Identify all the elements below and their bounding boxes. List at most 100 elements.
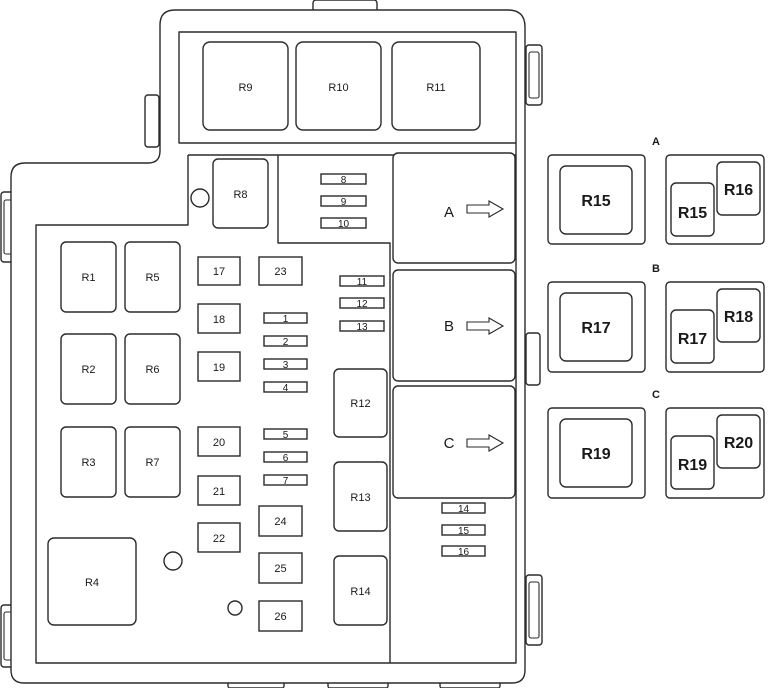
fuse-label: 19 xyxy=(213,362,225,374)
fuse-25[interactable]: 25 xyxy=(258,552,303,584)
fuse-21[interactable]: 21 xyxy=(197,475,241,506)
fuse-11[interactable]: 11 xyxy=(339,275,385,288)
fuse-label: 7 xyxy=(283,476,289,487)
relay-r4[interactable]: R4 xyxy=(47,537,137,626)
fuse-label: 14 xyxy=(458,504,470,515)
fuse-17[interactable]: 17 xyxy=(197,256,241,286)
socket-label: A xyxy=(444,204,454,221)
relay-label: R9 xyxy=(238,82,252,94)
fuse-16[interactable]: 16 xyxy=(441,545,486,558)
detail-relay-label: R17 xyxy=(581,320,610,337)
socket-c[interactable]: C xyxy=(392,385,516,499)
socket-label: C xyxy=(444,435,455,452)
fuse-label: 5 xyxy=(283,430,289,441)
relay-label: R12 xyxy=(350,398,370,410)
right-top-tab xyxy=(525,44,543,106)
detail-c-large-relay[interactable]: R19 xyxy=(547,407,646,499)
detail-a-large-relay[interactable]: R15 xyxy=(547,154,646,245)
fuse-label: 11 xyxy=(357,277,368,288)
fuse-12[interactable]: 12 xyxy=(339,297,385,310)
fuse-20[interactable]: 20 xyxy=(197,426,241,457)
relay-label: R3 xyxy=(81,457,95,469)
relay-label: R10 xyxy=(328,82,348,94)
fuse-5[interactable]: 5 xyxy=(263,428,308,441)
fuse-24[interactable]: 24 xyxy=(258,505,303,537)
fuse-9[interactable]: 9 xyxy=(320,195,367,208)
fuse-10[interactable]: 10 xyxy=(320,217,367,230)
right-bottom-tab xyxy=(525,574,543,646)
fuse-4[interactable]: 4 xyxy=(263,381,308,394)
relay-label: R6 xyxy=(145,364,159,376)
fuse-label: 2 xyxy=(283,337,289,348)
fuse-label: 24 xyxy=(274,516,286,528)
fuse-label: 6 xyxy=(283,453,289,464)
fuse-label: 22 xyxy=(213,533,225,545)
relay-r7[interactable]: R7 xyxy=(124,426,181,498)
detail-a-relay-pair[interactable]: R15 R16 xyxy=(665,154,765,245)
arrow-right-icon xyxy=(466,200,505,218)
relay-r5[interactable]: R5 xyxy=(124,241,181,313)
fuse-label: 10 xyxy=(338,219,350,230)
detail-b-large-relay[interactable]: R17 xyxy=(547,281,646,373)
mounting-hole xyxy=(190,188,210,208)
relay-label: R8 xyxy=(233,189,247,201)
fuse-label: 15 xyxy=(458,526,470,537)
detail-section-label: C xyxy=(652,389,660,401)
fuse-3[interactable]: 3 xyxy=(263,358,308,371)
relay-r6[interactable]: R6 xyxy=(124,333,181,405)
relay-r9[interactable]: R9 xyxy=(202,41,289,131)
fuse-label: 21 xyxy=(213,486,225,498)
socket-label: B xyxy=(444,318,454,335)
fuse-label: 23 xyxy=(274,266,286,278)
socket-a[interactable]: A xyxy=(392,152,516,264)
fuse-7[interactable]: 7 xyxy=(263,474,308,487)
detail-c-relay-pair[interactable]: R19 R20 xyxy=(665,407,765,499)
top-relay-panel xyxy=(178,31,517,144)
relay-r3[interactable]: R3 xyxy=(60,426,117,498)
mounting-hole xyxy=(227,600,243,616)
inner-panel-outline xyxy=(35,143,517,664)
fuse-26[interactable]: 26 xyxy=(258,600,303,632)
fuse-18[interactable]: 18 xyxy=(197,303,241,334)
fuse-label: 3 xyxy=(283,360,289,371)
fuse-2[interactable]: 2 xyxy=(263,335,308,348)
relay-label: R5 xyxy=(145,272,159,284)
upper-left-tab xyxy=(144,94,160,148)
socket-b[interactable]: B xyxy=(392,269,516,382)
fuse-22[interactable]: 22 xyxy=(197,522,241,553)
relay-label: R1 xyxy=(81,272,95,284)
fuse-label: 13 xyxy=(356,322,368,333)
relay-r14[interactable]: R14 xyxy=(333,555,388,626)
fuse-1[interactable]: 1 xyxy=(263,312,308,325)
fuse-15[interactable]: 15 xyxy=(441,524,486,537)
fuse-label: 1 xyxy=(283,314,289,325)
fuse-label: 25 xyxy=(274,563,286,575)
fuse-19[interactable]: 19 xyxy=(197,351,241,382)
relay-label: R7 xyxy=(145,457,159,469)
relay-label: R4 xyxy=(85,577,99,589)
fuse-6[interactable]: 6 xyxy=(263,451,308,464)
relay-r11[interactable]: R11 xyxy=(391,41,481,131)
detail-b-relay-pair[interactable]: R17 R18 xyxy=(665,281,765,373)
detail-relay-label: R19 xyxy=(678,457,707,474)
relay-r1[interactable]: R1 xyxy=(60,241,117,313)
detail-relay-label: R19 xyxy=(581,446,610,463)
fuse-14[interactable]: 14 xyxy=(441,502,486,515)
relay-r8[interactable]: R8 xyxy=(212,158,269,229)
fuse-label: 16 xyxy=(458,547,470,558)
fuse-label: 18 xyxy=(213,314,225,326)
relay-r13[interactable]: R13 xyxy=(333,461,388,532)
fuse-13[interactable]: 13 xyxy=(339,320,385,333)
detail-relay-label: R20 xyxy=(724,435,753,452)
relay-label: R11 xyxy=(426,82,445,94)
detail-relay-label: R17 xyxy=(678,331,707,348)
relay-r12[interactable]: R12 xyxy=(333,368,388,438)
detail-relay-label: R16 xyxy=(724,182,753,199)
inner-sub-panel xyxy=(277,155,391,663)
relay-r10[interactable]: R10 xyxy=(295,41,382,131)
fuse-8[interactable]: 8 xyxy=(320,173,367,186)
relay-r2[interactable]: R2 xyxy=(60,333,117,405)
fuse-label: 12 xyxy=(356,299,368,310)
fuse-label: 26 xyxy=(274,611,286,623)
fuse-23[interactable]: 23 xyxy=(258,256,303,286)
